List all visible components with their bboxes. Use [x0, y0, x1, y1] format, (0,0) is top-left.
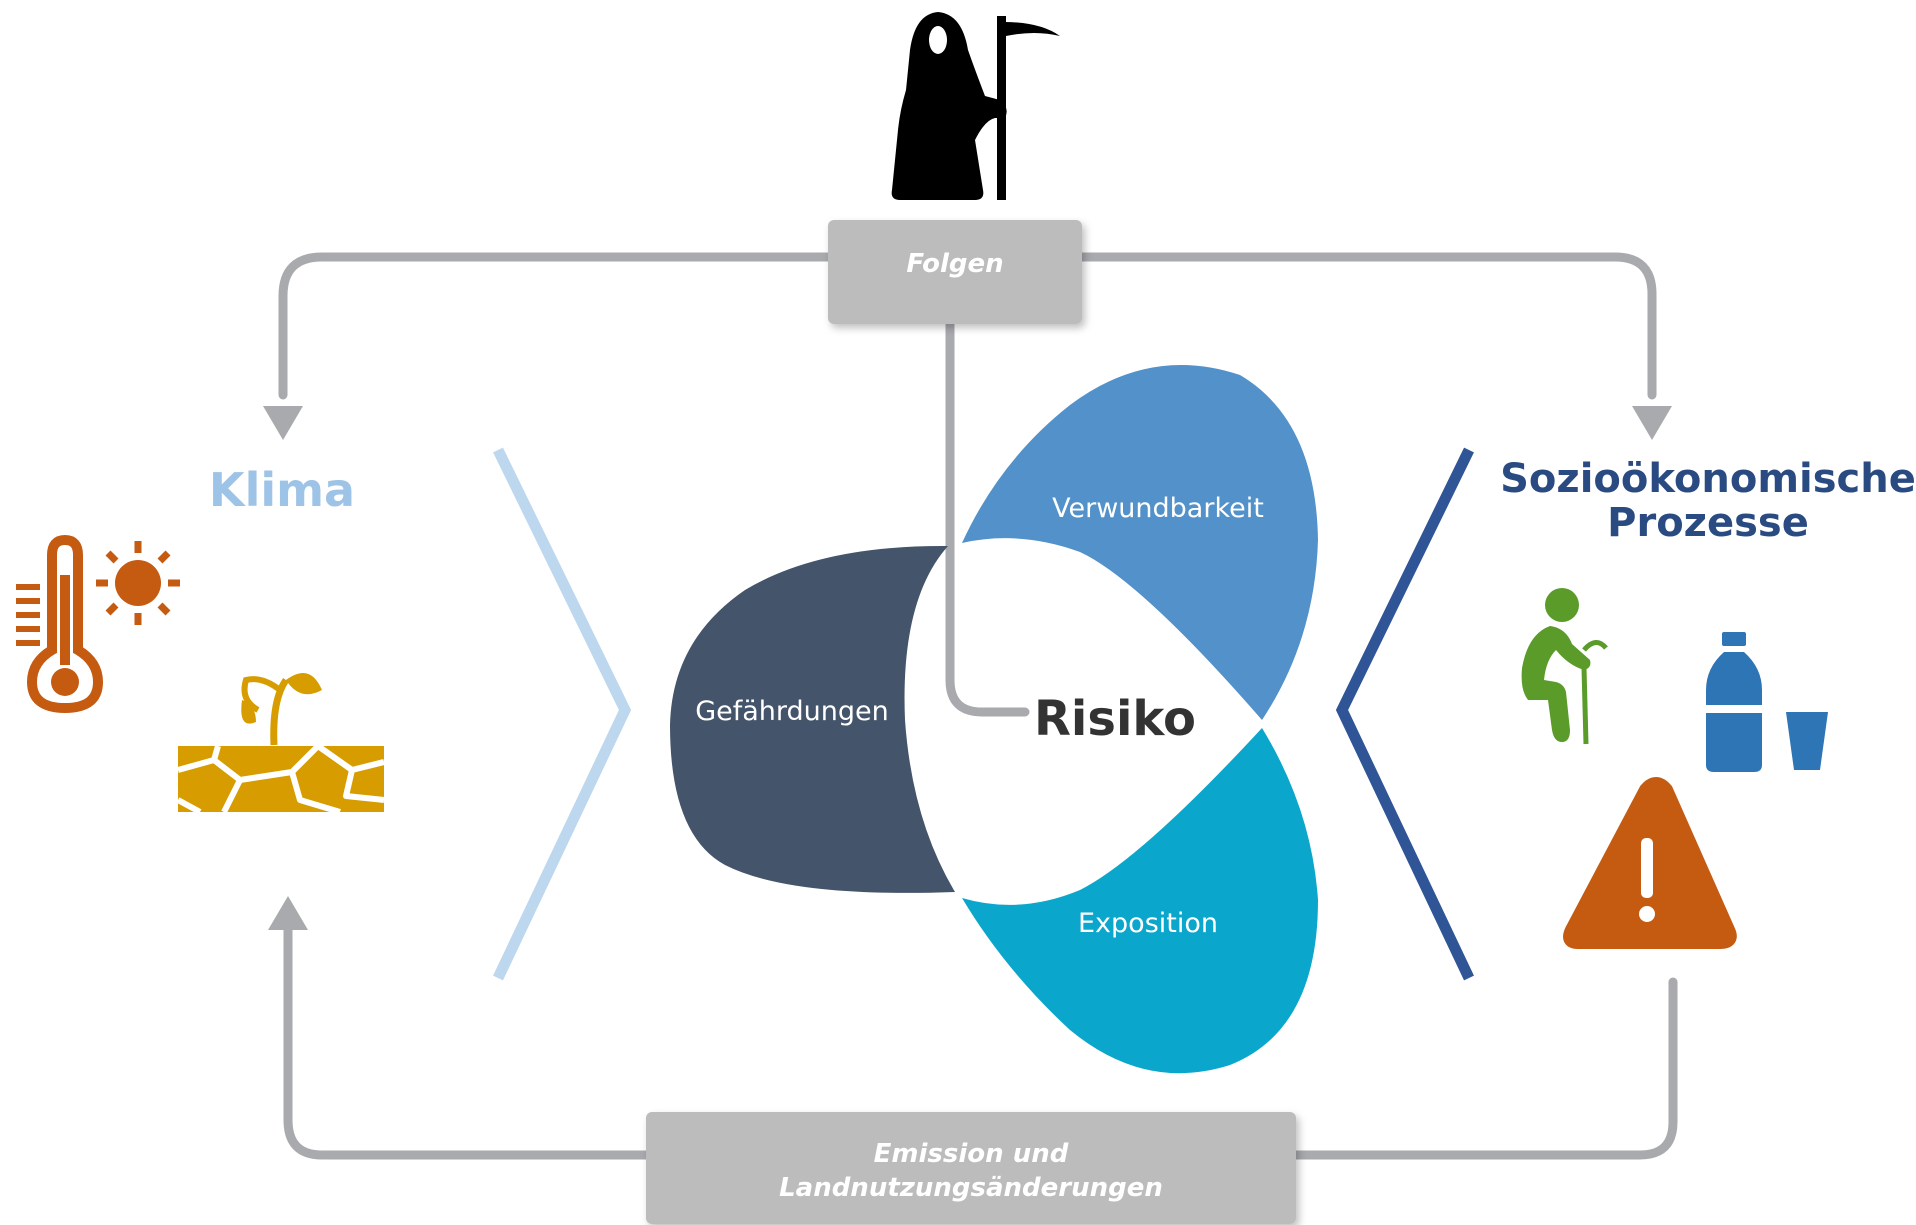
water-bottle-icon — [1706, 632, 1762, 772]
klima-title: Klima — [209, 463, 355, 517]
warning-icon — [1563, 777, 1737, 949]
arrowhead-down-klima — [263, 406, 303, 440]
emission-box: Emission und Landnutzungsänderungen — [646, 1112, 1296, 1224]
connector-folgen-to-sozio — [1077, 252, 1657, 400]
folgen-label: Folgen — [906, 249, 1003, 279]
emission-label-line1: Emission und — [874, 1139, 1069, 1169]
thermometer-icon — [16, 534, 104, 714]
connector-folgen-to-klima — [278, 252, 833, 400]
elderly-person-icon — [1521, 588, 1608, 745]
label-verwundbarkeit: Verwundbarkeit — [1052, 493, 1264, 524]
risk-petals: Verwundbarkeit Gefährdungen Exposition R… — [670, 365, 1318, 1074]
risiko-label: Risiko — [1034, 691, 1196, 747]
sprout-icon — [241, 672, 322, 746]
glass-icon — [1786, 712, 1828, 770]
emission-label-line2: Landnutzungsänderungen — [779, 1173, 1163, 1203]
sozio-title-line2: Prozesse — [1607, 500, 1809, 546]
petal-exposition — [962, 728, 1318, 1074]
connector-lines — [278, 252, 1678, 1160]
folgen-box: Folgen — [828, 220, 1082, 324]
connector-emission-to-klima — [283, 923, 653, 1160]
arrowhead-down-sozio — [1632, 406, 1672, 440]
label-gefaehrdungen: Gefährdungen — [695, 696, 889, 727]
sun-icon — [96, 541, 180, 625]
sozio-title-line1: Sozioökonomische — [1500, 456, 1916, 502]
label-exposition: Exposition — [1078, 908, 1218, 939]
petal-verwundbarkeit — [962, 365, 1318, 720]
arrowheads — [263, 406, 1672, 930]
grim-reaper-icon — [891, 12, 1060, 200]
petal-gefaehrdungen — [670, 545, 955, 893]
connector-folgen-to-risiko — [945, 320, 1030, 717]
cracked-soil-icon — [176, 743, 385, 815]
left-chevron — [493, 447, 632, 981]
arrowhead-up-klima — [268, 896, 308, 930]
connector-sozio-to-emission — [1287, 977, 1678, 1160]
right-chevron — [1335, 447, 1474, 981]
